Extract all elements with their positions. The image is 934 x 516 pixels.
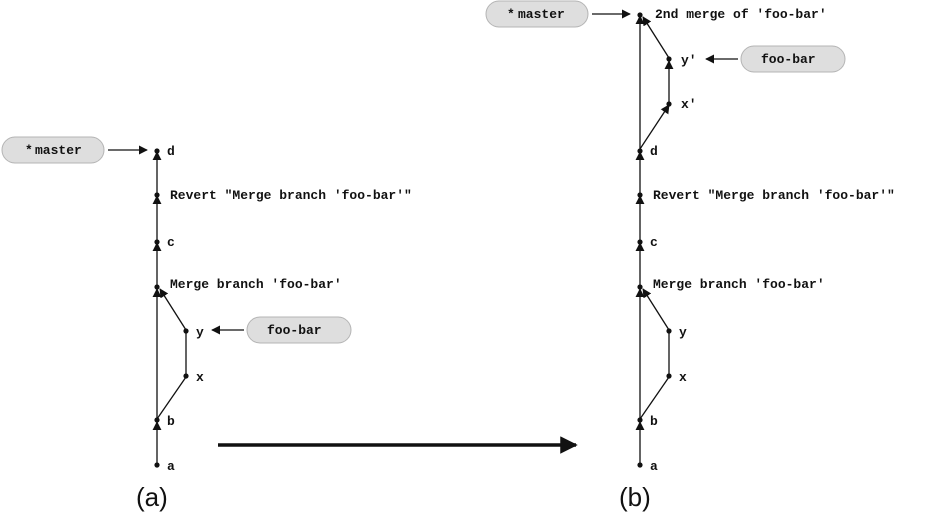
branch-label-master: master xyxy=(518,7,565,22)
branch-label-master: master xyxy=(35,143,82,158)
commit-label-b: b xyxy=(167,414,175,429)
head-star-icon: * xyxy=(507,7,515,22)
edge-b-to-x xyxy=(156,376,187,420)
commit-label-revert: Revert "Merge branch 'foo-bar'" xyxy=(170,188,412,203)
commit-label-a: a xyxy=(167,459,175,474)
commit-dot-x xyxy=(183,373,189,379)
commit-dot-a xyxy=(154,462,160,468)
commit-label-d: d xyxy=(167,144,175,159)
branch-pill-master: * master xyxy=(1,136,105,164)
commit-label-y: y xyxy=(196,325,204,340)
commit-dot-x-prime xyxy=(666,101,672,107)
commit-label-merge: Merge branch 'foo-bar' xyxy=(653,277,825,292)
commit-dot-revert xyxy=(154,192,160,198)
commit-dot-y-prime xyxy=(666,56,672,62)
commit-dot-a xyxy=(637,462,643,468)
commit-dot-revert xyxy=(637,192,643,198)
commit-label-merge2: 2nd merge of 'foo-bar' xyxy=(655,7,827,22)
edge-y-to-merge xyxy=(159,288,187,331)
panel-a: a b x y Merge branch 'foo-bar' c Revert … xyxy=(1,136,412,512)
commit-dot-b xyxy=(154,417,160,423)
commit-label-d: d xyxy=(650,144,658,159)
commit-label-merge: Merge branch 'foo-bar' xyxy=(170,277,342,292)
head-star-icon: * xyxy=(25,143,33,158)
commit-dot-y xyxy=(183,328,189,334)
commit-dot-merge2 xyxy=(637,12,643,18)
commit-dot-c xyxy=(154,239,160,245)
branch-pill-foo-bar: foo-bar xyxy=(740,45,846,73)
commit-label-b: b xyxy=(650,414,658,429)
edge-b-to-x xyxy=(639,376,670,420)
commit-dot-c xyxy=(637,239,643,245)
commit-label-y-prime: y' xyxy=(681,53,697,68)
panel-caption-a: (a) xyxy=(136,482,168,512)
commit-label-x: x xyxy=(196,370,204,385)
commit-dot-y xyxy=(666,328,672,334)
commit-dot-merge xyxy=(637,284,643,290)
edge-d-to-x-prime xyxy=(639,104,670,150)
commit-label-x: x xyxy=(679,370,687,385)
commit-dot-merge xyxy=(154,284,160,290)
panel-b: a b x y Merge branch 'foo-bar' c Revert … xyxy=(485,0,895,512)
branch-pill-foo-bar: foo-bar xyxy=(246,316,352,344)
commit-dot-b xyxy=(637,417,643,423)
commit-dot-d xyxy=(637,148,643,154)
commit-dot-x xyxy=(666,373,672,379)
commit-label-revert: Revert "Merge branch 'foo-bar'" xyxy=(653,188,895,203)
commit-label-y: y xyxy=(679,325,687,340)
commit-dot-d xyxy=(154,148,160,154)
commit-label-c: c xyxy=(650,235,658,250)
edge-y-to-merge xyxy=(642,288,670,331)
branch-label-foo-bar: foo-bar xyxy=(761,52,816,67)
branch-label-foo-bar: foo-bar xyxy=(267,323,322,338)
commit-label-c: c xyxy=(167,235,175,250)
panel-caption-b: (b) xyxy=(619,482,651,512)
commit-label-x-prime: x' xyxy=(681,97,697,112)
commit-label-a: a xyxy=(650,459,658,474)
edge-y-prime-to-merge2 xyxy=(642,16,670,59)
branch-pill-master: * master xyxy=(485,0,589,28)
